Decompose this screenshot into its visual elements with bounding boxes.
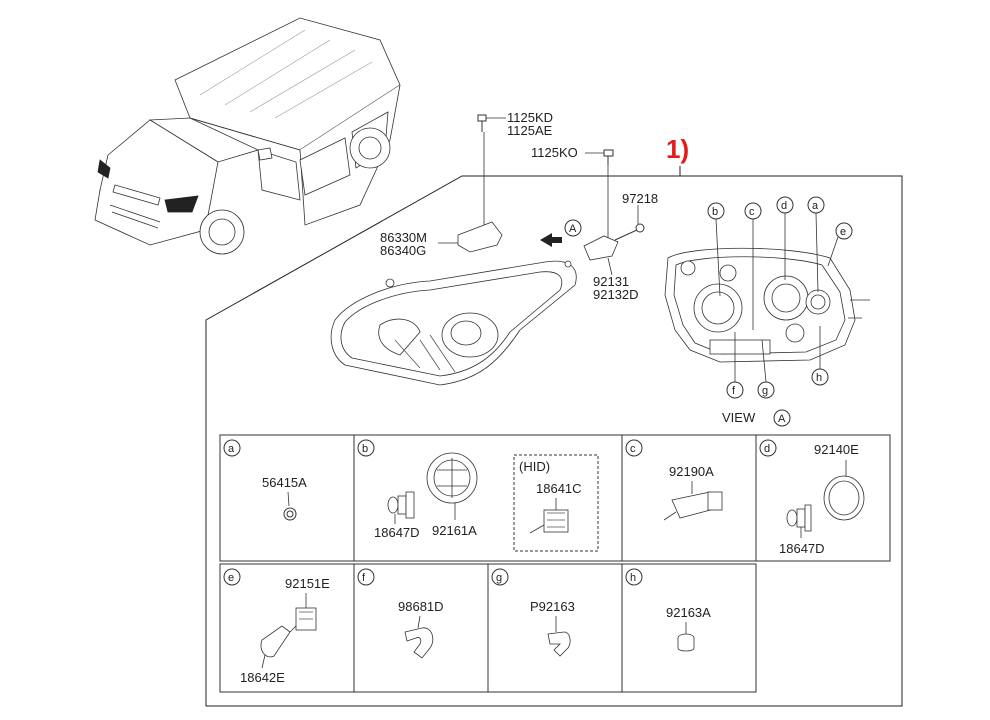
cell-b: b 18647D 92161A (HID) 18641C bbox=[357, 439, 599, 552]
cell-a: a 56415A bbox=[223, 439, 307, 521]
rear-marker-b: b bbox=[707, 202, 725, 297]
svg-text:h: h bbox=[630, 572, 636, 584]
cell-g: g P92163 bbox=[491, 568, 575, 657]
hose-icon bbox=[404, 615, 434, 659]
view-a-arrow: A bbox=[540, 219, 582, 247]
arrow-ref-label: A bbox=[569, 223, 577, 235]
part-97218: 97218 bbox=[622, 191, 658, 206]
callout-label: 1) bbox=[666, 134, 689, 164]
hid-box bbox=[513, 454, 599, 552]
rear-marker-c: c bbox=[744, 202, 762, 330]
socket-bulb-icon bbox=[260, 593, 317, 669]
cell-a-frame bbox=[219, 434, 355, 562]
cell-e: e 92151E 18642E bbox=[223, 568, 330, 685]
cap-icon bbox=[823, 460, 865, 521]
part-92190a: 92190A bbox=[669, 464, 714, 479]
bracket-right bbox=[583, 235, 619, 276]
svg-text:d: d bbox=[764, 443, 770, 455]
cell-h-frame bbox=[621, 563, 757, 693]
cell-d-frame bbox=[755, 434, 891, 562]
assembly-frame bbox=[205, 175, 903, 707]
svg-text:e: e bbox=[840, 226, 846, 238]
bulb-icon-d bbox=[786, 504, 812, 538]
part-18642e: 18642E bbox=[240, 670, 285, 685]
svg-text:b: b bbox=[362, 443, 368, 455]
part-18647d-d: 18647D bbox=[779, 541, 825, 556]
svg-text:d: d bbox=[781, 200, 787, 212]
elbow-icon bbox=[547, 616, 571, 657]
rear-marker-f: f bbox=[726, 332, 744, 399]
ring-icon bbox=[677, 622, 695, 652]
part-92140e: 92140E bbox=[814, 442, 859, 457]
part-98681d: 98681D bbox=[398, 599, 444, 614]
svg-text:a: a bbox=[812, 200, 819, 212]
svg-text:f: f bbox=[732, 385, 736, 397]
view-label: VIEW bbox=[722, 410, 756, 425]
rear-marker-h: h bbox=[811, 326, 829, 386]
cell-c: c 92190A bbox=[625, 439, 723, 521]
hid-bulb-icon bbox=[529, 498, 569, 534]
cell-d: d 92140E 18647D bbox=[759, 439, 865, 556]
part-92161a: 92161A bbox=[432, 523, 477, 538]
dust-cover-icon bbox=[426, 452, 478, 520]
part-86330m: 86330M bbox=[380, 230, 427, 245]
part-1125ae: 1125AE bbox=[507, 123, 553, 138]
bolt-1125ko bbox=[585, 149, 614, 238]
part-18641c: 18641C bbox=[536, 481, 582, 496]
svg-text:g: g bbox=[496, 572, 502, 584]
cell-g-frame bbox=[487, 563, 623, 693]
svg-text:e: e bbox=[228, 572, 234, 584]
part-56415a: 56415A bbox=[262, 475, 307, 490]
rear-marker-e: e bbox=[827, 222, 853, 267]
svg-text:h: h bbox=[816, 372, 822, 384]
cell-h: h 92163A bbox=[625, 568, 711, 652]
screw-97218 bbox=[614, 205, 645, 241]
view-ref-label: A bbox=[778, 413, 786, 425]
view-ref-circle bbox=[773, 409, 791, 427]
rear-marker-g: g bbox=[757, 339, 775, 399]
part-92163a: 92163A bbox=[666, 605, 711, 620]
rear-marker-a: a bbox=[807, 196, 825, 293]
svg-text:g: g bbox=[762, 385, 768, 397]
svg-text:c: c bbox=[749, 206, 755, 218]
part-1125kd: 1125KD bbox=[507, 110, 553, 125]
svg-text:f: f bbox=[362, 572, 366, 584]
rear-marker-d: d bbox=[776, 196, 794, 280]
parts-grid bbox=[219, 434, 891, 693]
actuator-icon bbox=[663, 481, 723, 521]
cell-f: f 98681D bbox=[357, 568, 444, 659]
part-86340g: 86340G bbox=[380, 243, 426, 258]
headlamp-rear bbox=[664, 247, 870, 363]
part-92151e: 92151E bbox=[285, 576, 330, 591]
part-92131: 92131 bbox=[593, 274, 629, 289]
hid-label: (HID) bbox=[519, 459, 550, 474]
part-p92163: P92163 bbox=[530, 599, 575, 614]
svg-text:c: c bbox=[630, 443, 636, 455]
bracket-left bbox=[438, 221, 503, 253]
svg-text:a: a bbox=[228, 443, 235, 455]
part-92132d: 92132D bbox=[593, 287, 639, 302]
part-18647d-b: 18647D bbox=[374, 525, 420, 540]
bolt-1125kd bbox=[477, 114, 506, 225]
svg-text:b: b bbox=[712, 206, 718, 218]
vehicle-illustration bbox=[94, 17, 401, 255]
part-1125ko: 1125KO bbox=[531, 145, 578, 160]
bulb-icon bbox=[387, 491, 415, 524]
headlamp-front bbox=[330, 260, 577, 386]
